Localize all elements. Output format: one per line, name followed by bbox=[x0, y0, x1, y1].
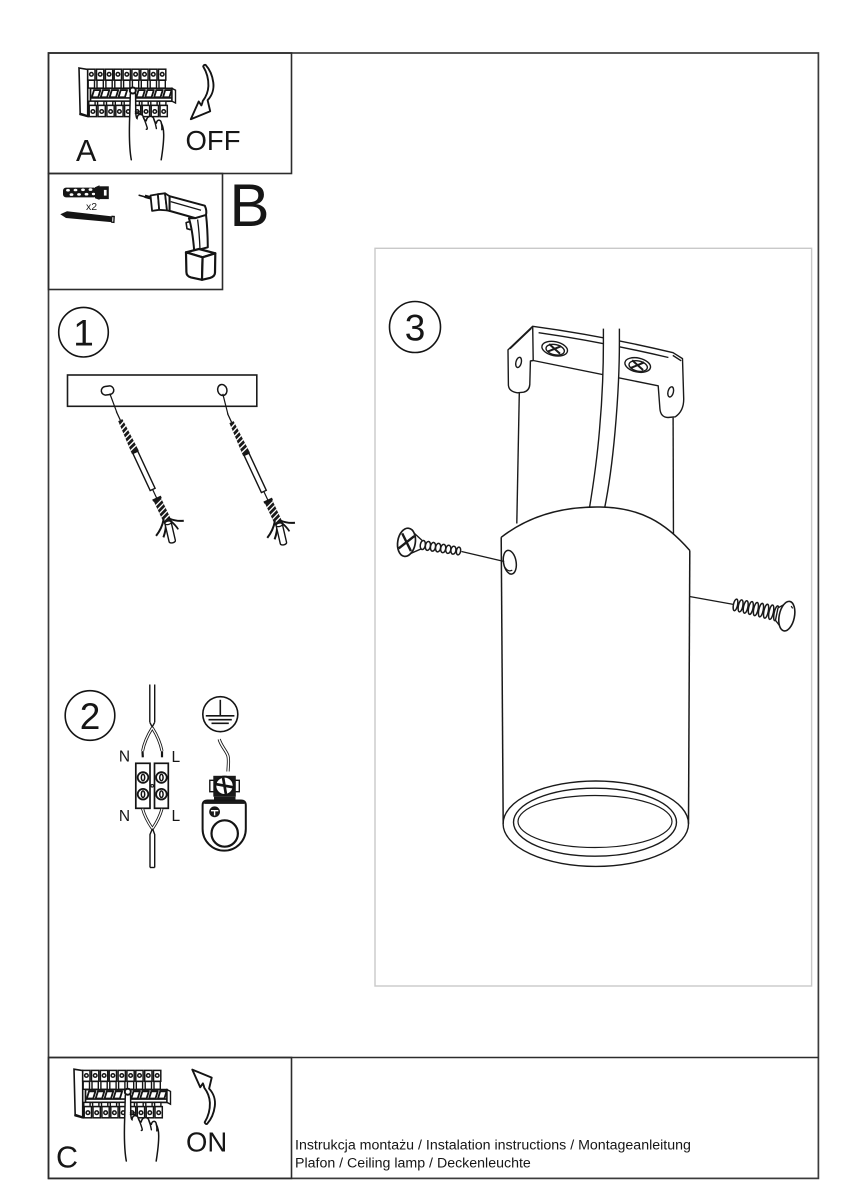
svg-text:2: 2 bbox=[80, 696, 101, 737]
svg-text:3: 3 bbox=[405, 308, 426, 349]
svg-text:N: N bbox=[119, 808, 130, 825]
svg-text:Plafon / Ceiling lamp / Decken: Plafon / Ceiling lamp / Deckenleuchte bbox=[295, 1156, 531, 1172]
svg-text:C: C bbox=[56, 1141, 78, 1175]
svg-text:L: L bbox=[171, 749, 180, 766]
svg-text:1: 1 bbox=[73, 313, 94, 354]
svg-text:x2: x2 bbox=[86, 201, 97, 213]
svg-text:N: N bbox=[119, 749, 130, 766]
svg-text:A: A bbox=[76, 134, 97, 168]
svg-text:Instrukcja montażu / Instalati: Instrukcja montażu / Instalation instruc… bbox=[295, 1137, 691, 1153]
svg-text:B: B bbox=[230, 172, 270, 239]
svg-text:OFF: OFF bbox=[186, 125, 241, 156]
svg-text:L: L bbox=[171, 808, 180, 825]
svg-text:ON: ON bbox=[186, 1127, 227, 1158]
